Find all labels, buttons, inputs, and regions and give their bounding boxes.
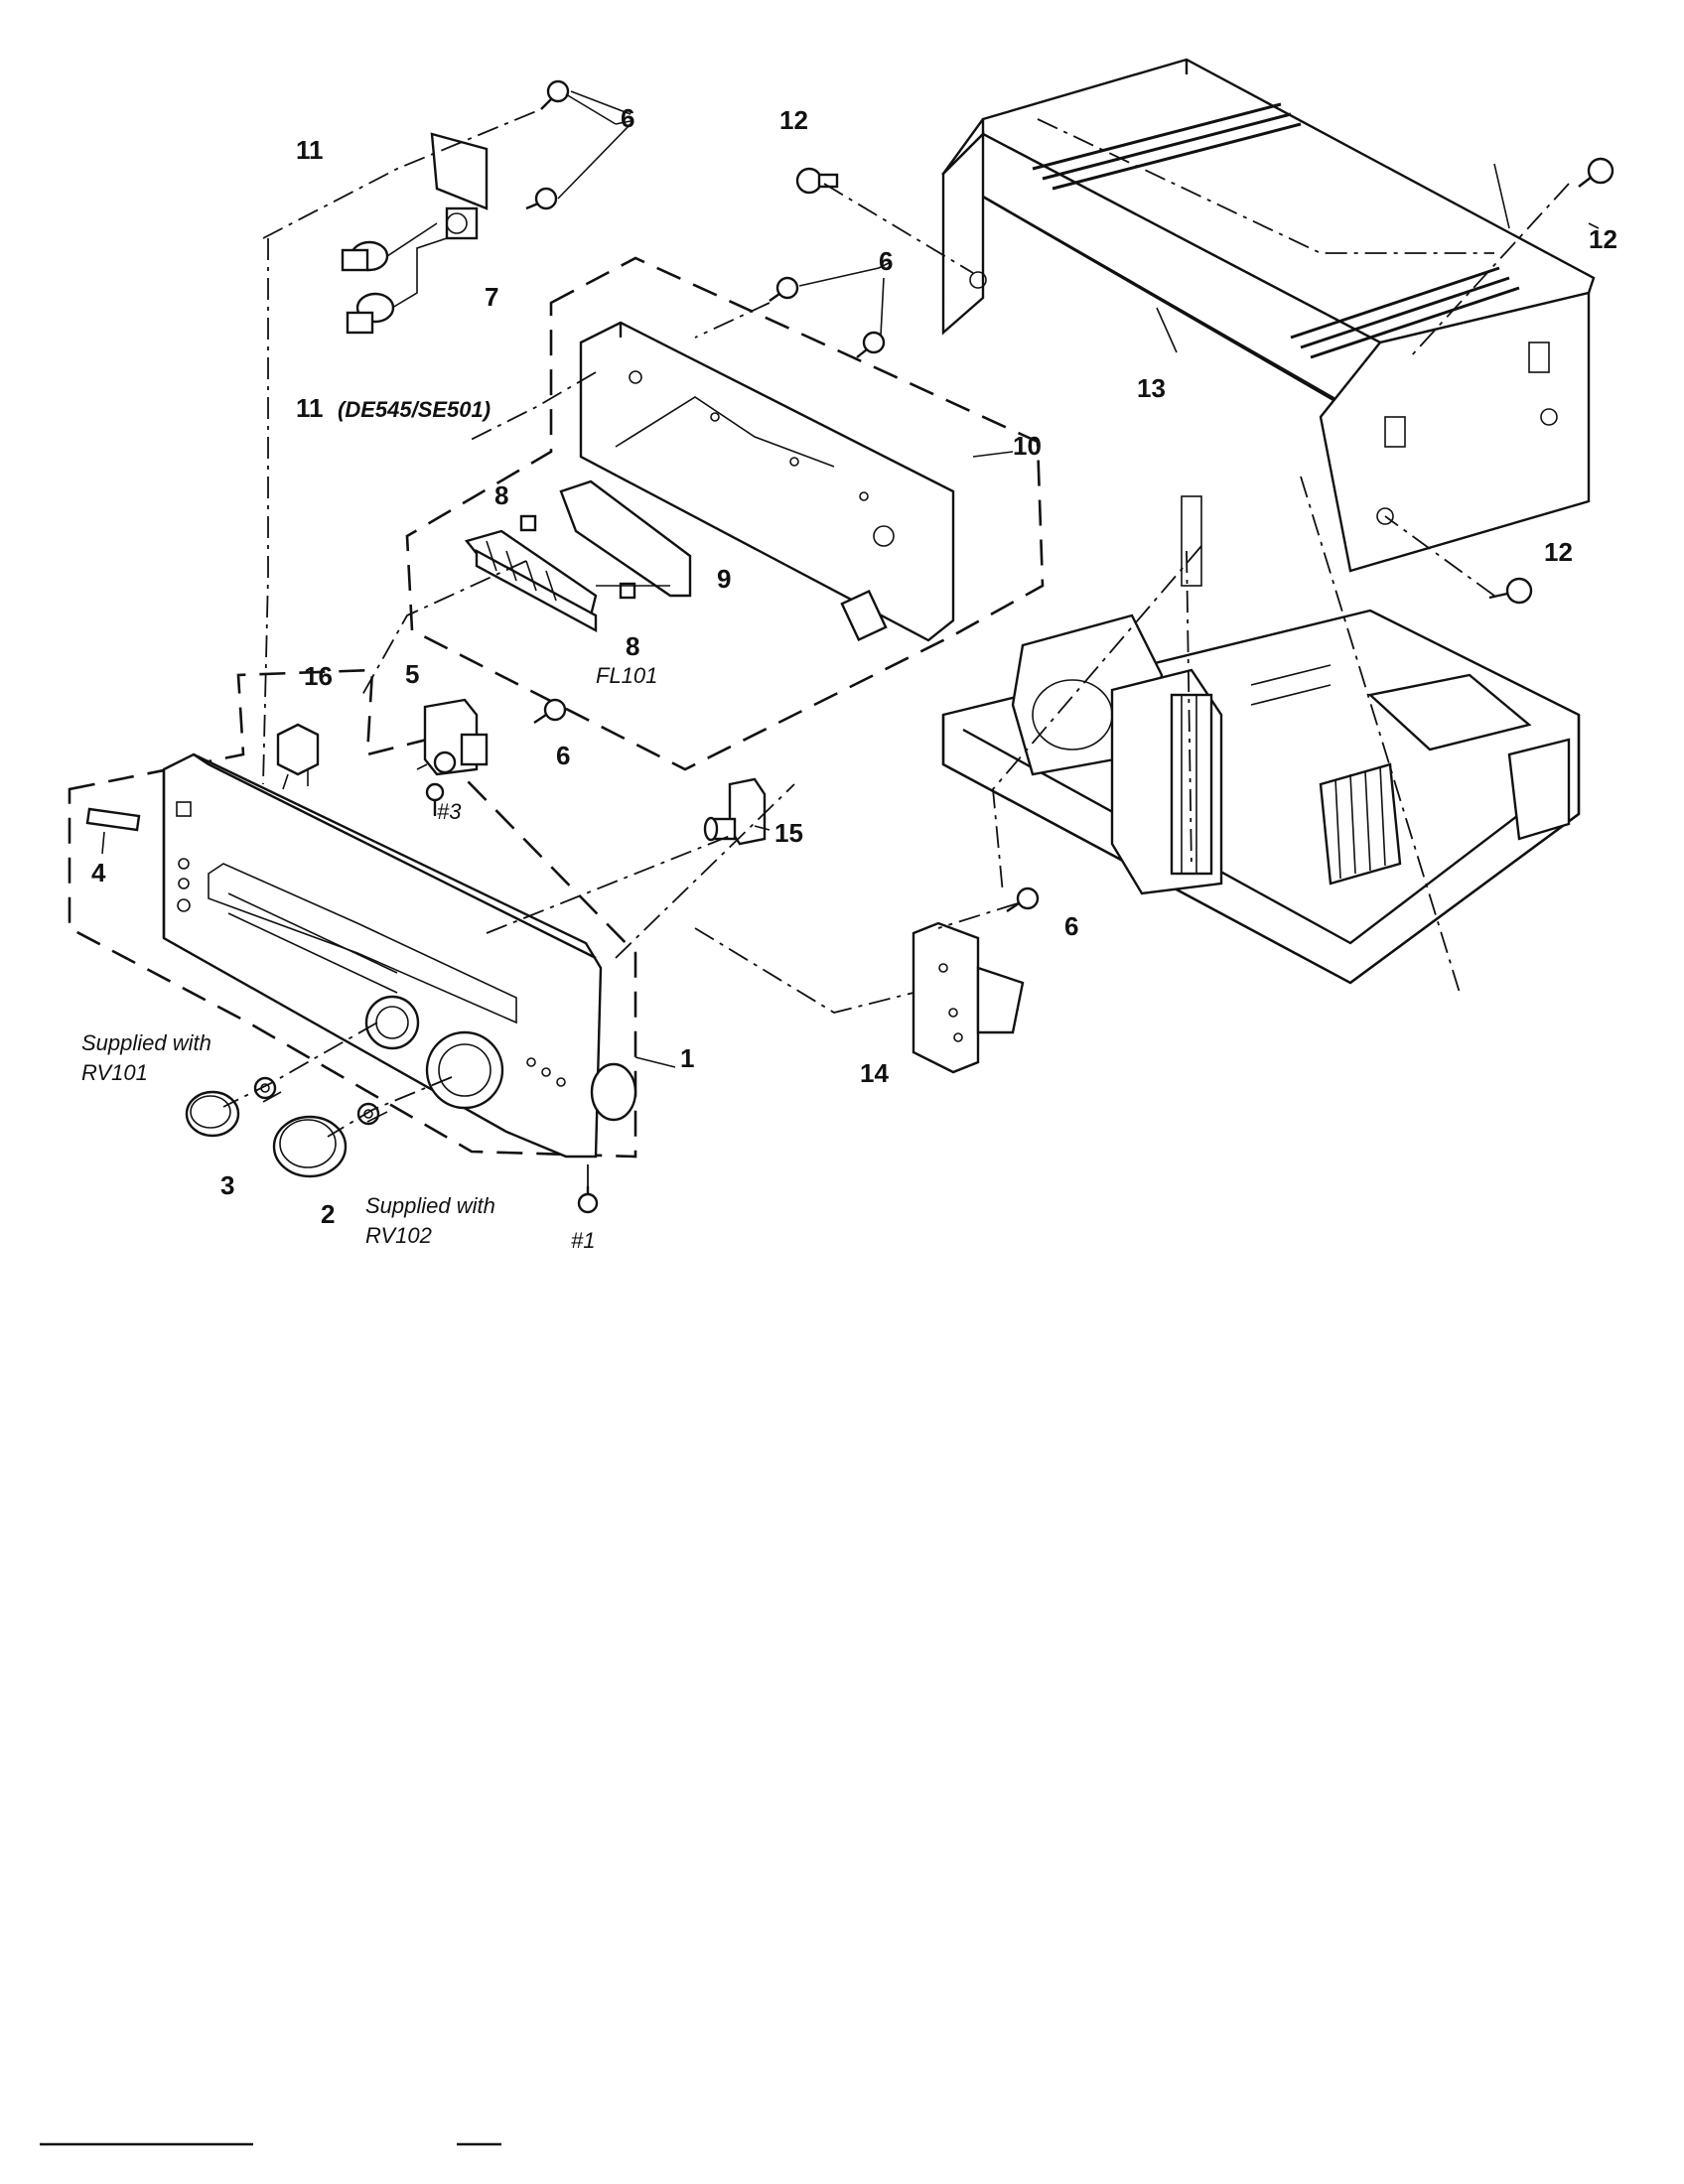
screw-icon [525, 187, 558, 210]
label-part-5: 5 [405, 659, 419, 689]
label-part-13: 13 [1137, 373, 1166, 403]
label-part-10: 10 [1013, 431, 1042, 461]
note-rv102-line2: RV102 [365, 1223, 432, 1248]
label-part-8: 8 [626, 631, 639, 661]
screw-icon [1488, 577, 1533, 605]
label-part-1: 1 [680, 1043, 694, 1073]
note-rv101-line2: RV101 [81, 1060, 148, 1085]
label-part-4: 4 [91, 858, 106, 887]
label-part-9: 9 [717, 564, 731, 594]
label-part-2: 2 [321, 1199, 335, 1229]
label-part-11: 11 [296, 135, 324, 165]
label-screw-3: #3 [437, 799, 462, 824]
label-part-7: 7 [485, 282, 498, 312]
chassis [941, 495, 1581, 985]
label-part-11-variant: (DE545/SE501) [338, 397, 491, 422]
label-part-14: 14 [860, 1058, 889, 1088]
part-5-jack [416, 698, 489, 776]
cover-vents [1032, 102, 1520, 359]
part-15-switch [703, 777, 767, 846]
knob-2 [272, 1115, 348, 1178]
label-part-16: 16 [304, 661, 333, 691]
screw-icon [425, 782, 445, 816]
switch-bracket [341, 79, 632, 335]
screw-icon [533, 698, 567, 724]
top-cover [941, 58, 1596, 573]
part-labels: 1 2 3 4 5 6 6 6 6 7 8 8 9 10 11 11 (DE54… [91, 103, 1617, 1253]
logo-badge [85, 807, 141, 855]
label-part-11: 11 [296, 393, 324, 423]
label-fl101: FL101 [596, 663, 657, 688]
screw-icon [769, 276, 799, 302]
screw-icon [795, 167, 839, 195]
part-16-clip [276, 723, 320, 790]
screw-icon [856, 331, 886, 358]
screw-icon [1578, 157, 1614, 188]
label-part-3: 3 [220, 1170, 234, 1200]
label-part-8: 8 [494, 480, 508, 510]
screw-icon [1006, 887, 1040, 912]
note-rv102-line1: Supplied with [365, 1193, 495, 1218]
display-board-assembly [405, 256, 1045, 771]
nut-rv101 [253, 1076, 277, 1100]
part-14-board [912, 921, 1025, 1074]
label-part-6: 6 [1064, 911, 1078, 941]
label-screw-1: #1 [571, 1228, 595, 1253]
screw-icon [540, 79, 570, 110]
assembly-chain-lines [222, 108, 1570, 1186]
label-part-6: 6 [879, 246, 893, 276]
leader-lines [262, 93, 1600, 1123]
front-panel-assembly [68, 668, 637, 1159]
label-part-12: 12 [1589, 224, 1617, 254]
label-part-15: 15 [774, 818, 803, 848]
knob-3 [185, 1090, 240, 1138]
note-rv101-line1: Supplied with [81, 1030, 211, 1055]
label-part-12: 12 [779, 105, 808, 135]
notes: Supplied with RV101 Supplied with RV102 [81, 1030, 495, 1248]
label-part-12: 12 [1544, 537, 1573, 567]
label-part-6: 6 [621, 103, 634, 133]
label-part-6: 6 [556, 741, 570, 770]
screw-icon [577, 1186, 599, 1214]
